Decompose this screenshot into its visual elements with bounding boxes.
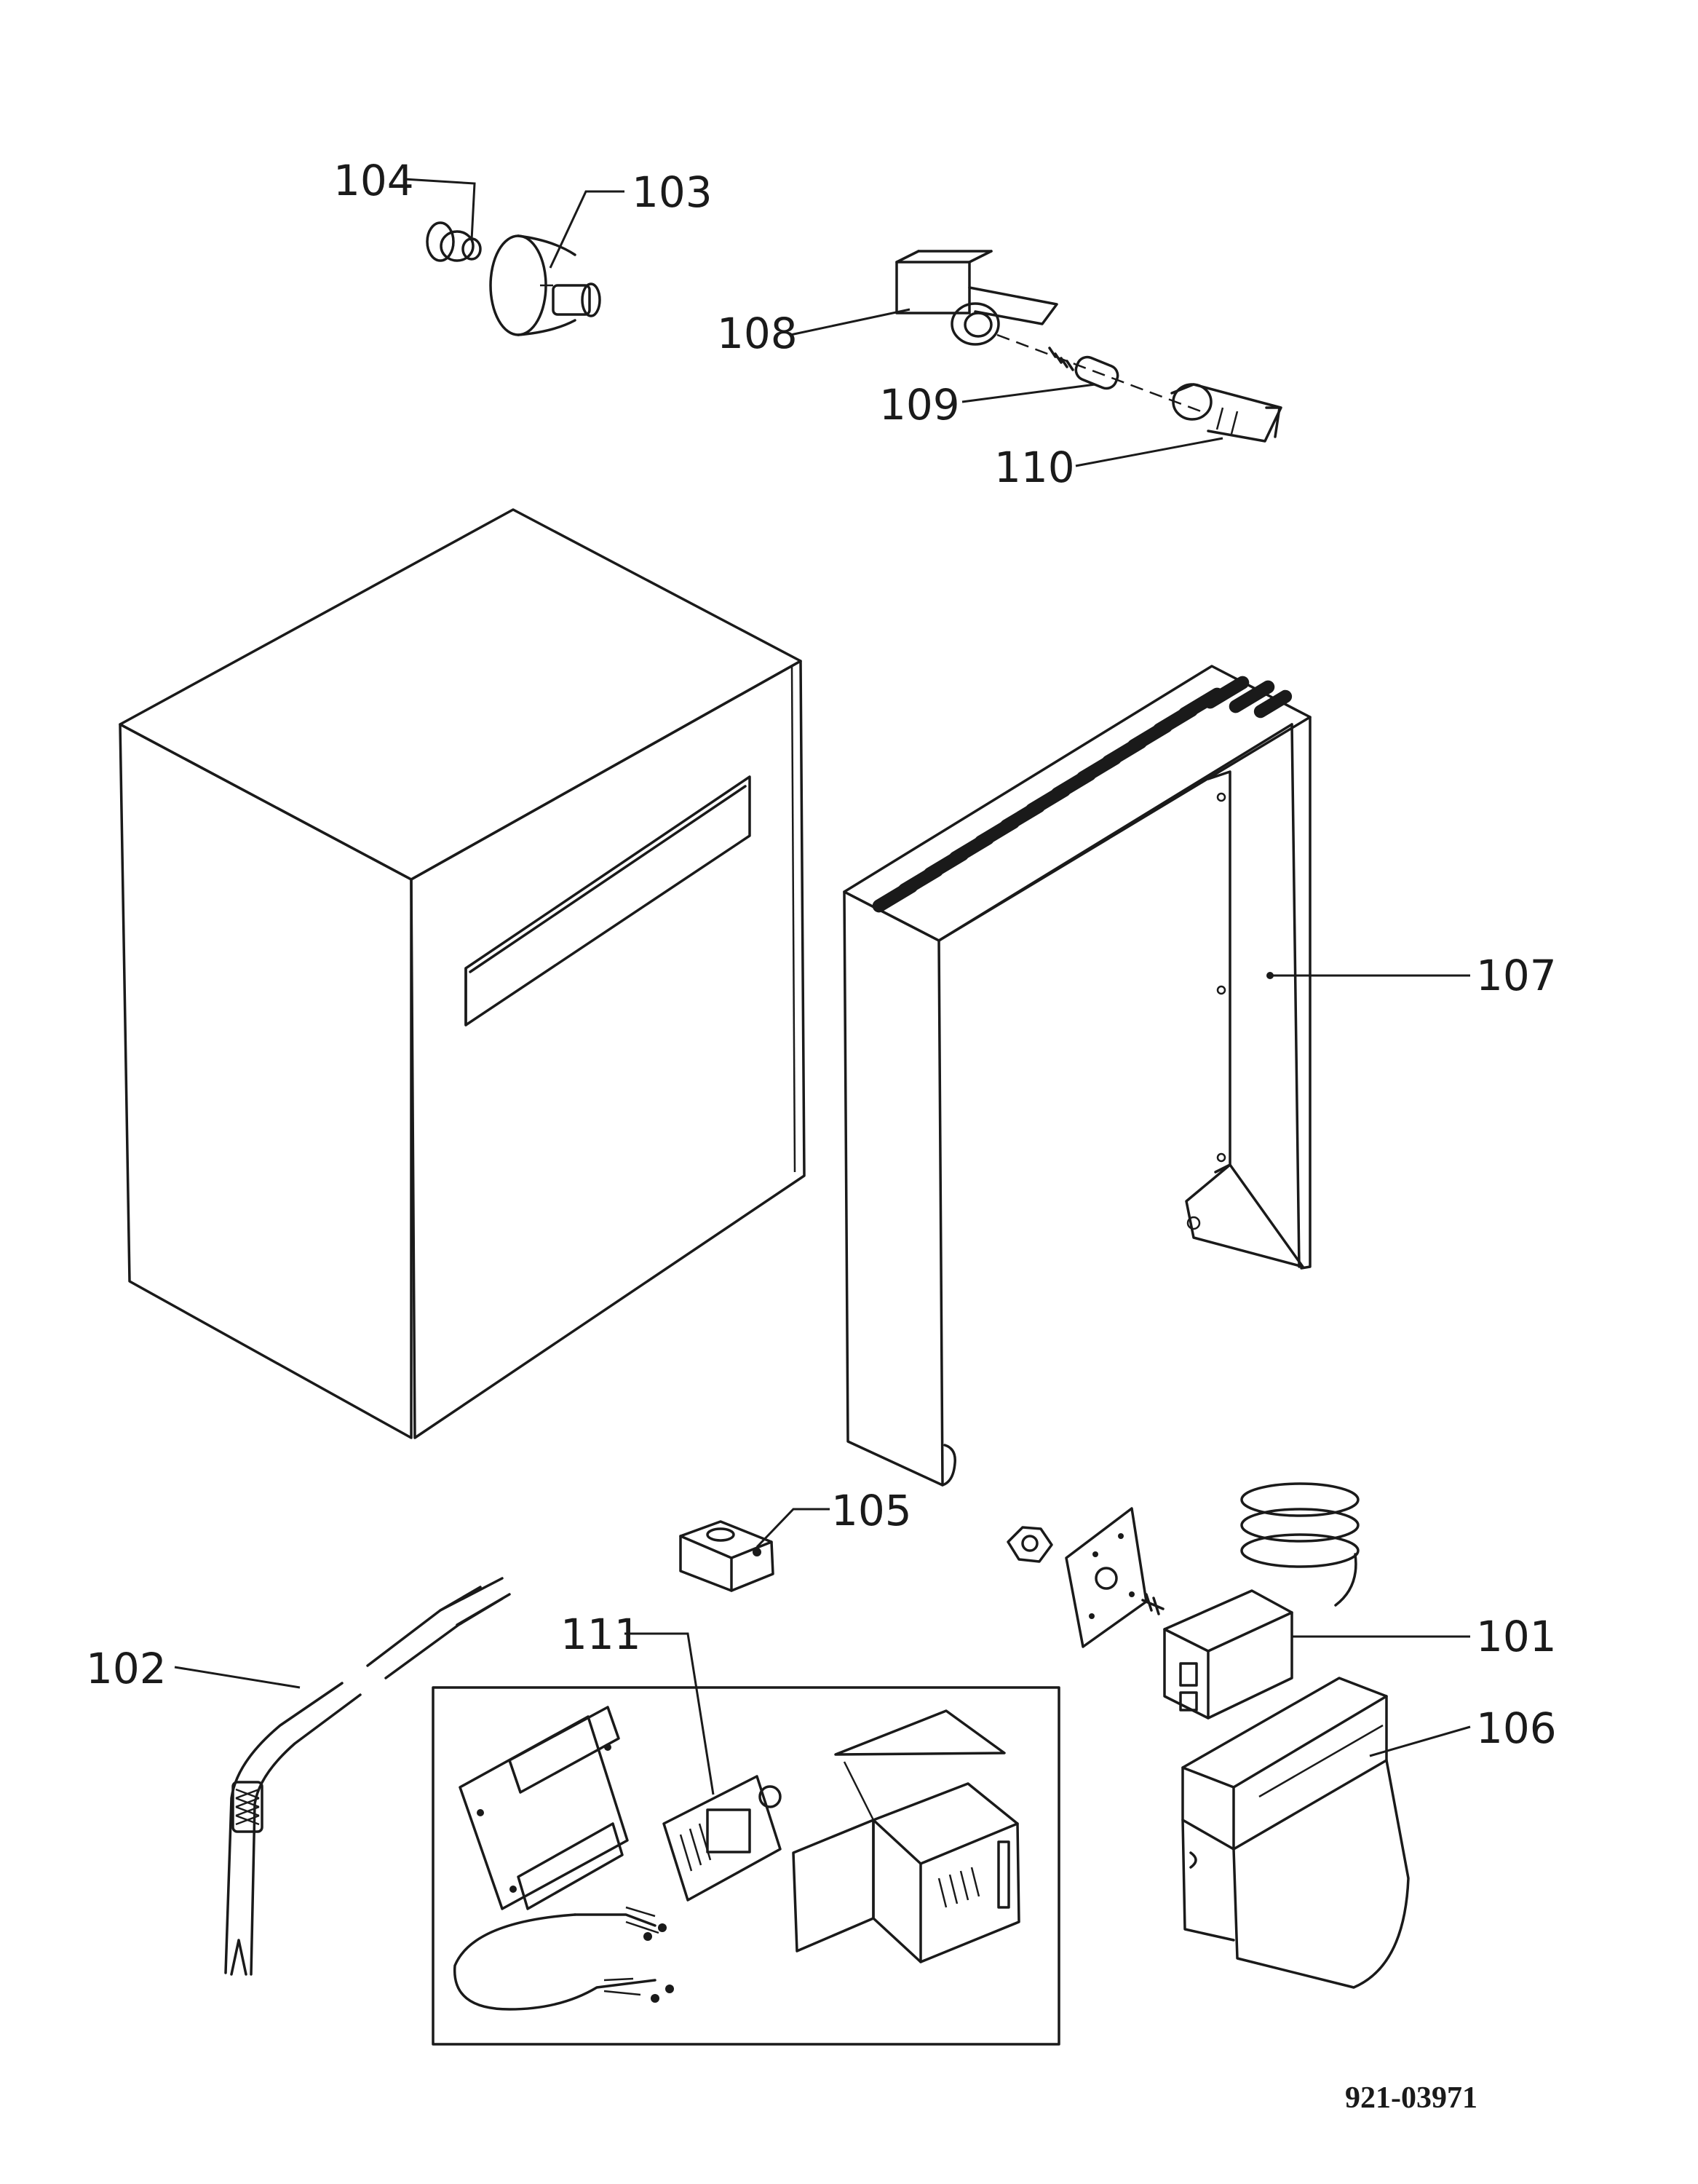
callout-102: 102 [86, 1644, 167, 1693]
leader-102 [174, 1666, 301, 1689]
part-110-cap [1170, 383, 1282, 443]
callout-108: 108 [717, 309, 798, 358]
part-104-knob-cap [426, 221, 482, 262]
part-108-switch [895, 250, 1058, 346]
leader-111 [624, 1632, 715, 1795]
circuit-board [459, 1706, 629, 1910]
nut [1007, 1526, 1053, 1563]
leader-105 [755, 1508, 830, 1548]
leader-106 [1369, 1725, 1471, 1757]
part-109-plunger [1048, 347, 1119, 390]
part-101-thermostat [1141, 1482, 1360, 1720]
part-106-cover [1181, 1677, 1410, 1989]
transformer [792, 1709, 1020, 1963]
part-103-knob [489, 234, 601, 336]
callout-103: 103 [632, 167, 713, 217]
callout-109: 109 [879, 380, 960, 430]
leader-103 [549, 190, 624, 269]
leader-108 [790, 308, 911, 336]
part-107-front-frame [843, 665, 1312, 1487]
callout-107: 107 [1476, 951, 1557, 1000]
vent-slots [872, 676, 1293, 913]
leader-107-dot [1266, 972, 1274, 979]
mounting-plate [1065, 1507, 1148, 1648]
leader-110 [1075, 437, 1223, 467]
callout-105: 105 [831, 1486, 912, 1535]
callout-110: 110 [994, 443, 1075, 492]
document-number: 921-03971 [1345, 2081, 1477, 2115]
callout-106: 106 [1476, 1704, 1557, 1753]
part-105-cable-clamp [679, 1520, 774, 1592]
callout-104: 104 [333, 156, 414, 205]
relay-module [662, 1775, 782, 1902]
leader-104 [403, 178, 476, 241]
part-102-sensor-probe [224, 1577, 511, 1976]
wiring-harness [453, 1906, 674, 2011]
callout-111: 111 [560, 1610, 641, 1659]
part-108-109-axis [996, 333, 1202, 413]
part-111-electronic-kit [432, 1686, 1060, 2046]
cabinet-housing [119, 508, 806, 1439]
callout-101: 101 [1476, 1612, 1557, 1661]
leader-109 [961, 383, 1096, 403]
